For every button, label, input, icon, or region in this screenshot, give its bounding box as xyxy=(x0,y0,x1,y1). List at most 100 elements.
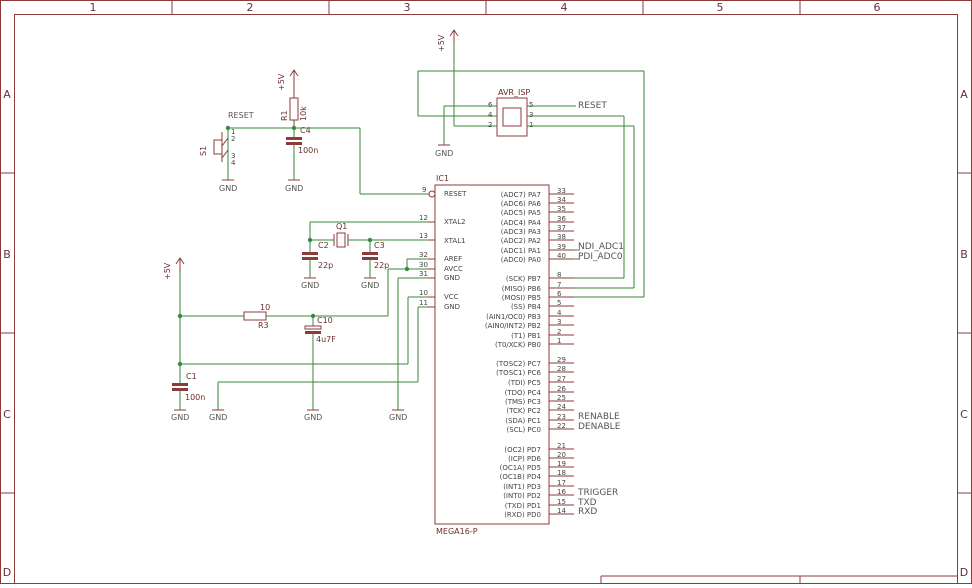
vcc-arrow-isp xyxy=(449,29,459,44)
ic1-right-pin-name-23: (SDA) PC1 xyxy=(505,417,541,425)
s1-name: S1 xyxy=(199,146,208,156)
ic1-right-pin-name-21: (OC2) PD7 xyxy=(504,446,541,454)
reset-net-label: RESET xyxy=(228,111,254,120)
ic1-pin-num-10: 10 xyxy=(419,289,428,297)
ic1-right-pin-num-5: 5 xyxy=(557,299,561,307)
ic1-right-pin-name-33: (ADC7) PA7 xyxy=(501,191,541,199)
ic1-right-pin-num-22: 22 xyxy=(557,422,566,430)
crystal-circuit: Q1 C2 22p GND C3 22p GND xyxy=(301,221,428,290)
q1-crystal-body xyxy=(336,232,346,248)
ic1-right-pin-num-17: 17 xyxy=(557,479,566,487)
ic1-right-pin-num-23: 23 xyxy=(557,413,566,421)
isp-name: AVR_ISP xyxy=(498,88,530,97)
ic1-right-pin-num-15: 15 xyxy=(557,498,566,506)
c3-value: 22p xyxy=(374,261,389,270)
isp-pin-5: 5 xyxy=(529,101,533,109)
ic1-right-pin-num-4: 4 xyxy=(557,309,562,317)
gnd-label-ic11: GND xyxy=(209,413,227,422)
c1-plate-bottom xyxy=(172,388,188,391)
net-denable: DENABLE xyxy=(578,422,621,432)
net-pdi-adc0: PDI_ADC0 xyxy=(578,252,623,262)
vcc-arrow-filter xyxy=(175,257,185,272)
ic1-right-pin-name-14: (RXD) PD0 xyxy=(504,511,541,519)
ic1-pin-name-aref: AREF xyxy=(444,255,462,263)
gnd-label-s1: GND xyxy=(219,184,237,193)
ic1-right-pin-num-20: 20 xyxy=(557,451,566,459)
s1-pin-1: 1 xyxy=(231,128,235,136)
ic1-right-pin-num-25: 25 xyxy=(557,394,566,402)
c2-plate-bottom xyxy=(302,257,318,260)
r3-name: R3 xyxy=(258,321,269,330)
ic1-pin-name-xtal1: XTAL1 xyxy=(444,237,466,245)
c4-name: C4 xyxy=(300,126,311,135)
net-renable: RENABLE xyxy=(578,412,620,422)
ic1-right-pin-name-3: (AIN0/INT2) PB2 xyxy=(485,322,541,330)
zone-col-6: 6 xyxy=(874,1,881,14)
zone-col-2: 2 xyxy=(247,1,254,14)
isp-pin-1: 1 xyxy=(529,121,533,129)
ic1-pin-name-gnd-31: GND xyxy=(444,274,460,282)
ic1-right-pin-name-25: (TMS) PC3 xyxy=(505,398,541,406)
ic1-right-pin-num-8: 8 xyxy=(557,271,561,279)
r1-value: 10k xyxy=(299,106,308,121)
gnd-label-c4: GND xyxy=(285,184,303,193)
q1-crystal-terminals xyxy=(333,234,349,246)
ic1-right-pin-name-6: (MOSI) PB5 xyxy=(502,294,541,302)
c2-plate-top xyxy=(302,252,318,255)
ic1-pin-name-gnd-11: GND xyxy=(444,303,460,311)
zone-col-4: 4 xyxy=(561,1,568,14)
c3-plate-bottom xyxy=(362,257,378,260)
c4-plate-bottom xyxy=(286,142,302,145)
vcc-label-r1: +5V xyxy=(277,73,286,91)
ic1-right-pin-num-21: 21 xyxy=(557,442,566,450)
c1-value: 100n xyxy=(185,393,205,402)
s1-pin-4: 4 xyxy=(231,159,236,167)
ic1-right-pin-name-36: (ADC4) PA4 xyxy=(501,219,542,227)
ic1-right-pin-name-18: (OC1B) PD4 xyxy=(500,473,542,481)
r3-resistor xyxy=(243,311,267,321)
ic1-right-pin-name-5: (SS) PB4 xyxy=(511,303,542,311)
gnd-label-isp: GND xyxy=(435,149,453,158)
ic1-right-pin-num-6: 6 xyxy=(557,290,562,298)
c10-value: 4u7F xyxy=(316,335,336,344)
c2-value: 22p xyxy=(318,261,333,270)
ic1-left-pins: 9 RESET 12 XTAL2 13 XTAL1 32 AREF 30 AVC… xyxy=(419,186,467,311)
ic1-right-pin-num-35: 35 xyxy=(557,205,566,213)
ic1-right-pin-name-7: (MISO) PB6 xyxy=(502,285,542,293)
zone-col-1: 1 xyxy=(90,1,97,14)
ic1-pin-num-31: 31 xyxy=(419,270,428,278)
c3-name: C3 xyxy=(374,241,385,250)
ic1-right-pin-name-34: (ADC6) PA6 xyxy=(501,200,542,208)
r1-name: R1 xyxy=(280,110,289,121)
ic1-pin-name-reset: RESET xyxy=(444,190,467,198)
ic1-right-pin-num-26: 26 xyxy=(557,385,566,393)
zone-row-d-left: D xyxy=(3,566,11,579)
ic1-right-pin-name-19: (OC1A) PD5 xyxy=(500,464,541,472)
ic1-pin-name-vcc: VCC xyxy=(444,293,459,301)
c10-name: C10 xyxy=(317,316,333,325)
ic1-right-pin-num-36: 36 xyxy=(557,215,566,223)
zone-row-b-left: B xyxy=(3,248,11,261)
ic1-pin-num-12: 12 xyxy=(419,214,428,222)
ic1-pin-name-xtal2: XTAL2 xyxy=(444,218,466,226)
ic1-right-pin-name-24: (TCK) PC2 xyxy=(506,407,541,415)
ic1-pin-num-13: 13 xyxy=(419,232,428,240)
ic1-right-pin-name-37: (ADC3) PA3 xyxy=(501,228,541,236)
ic1-right-pin-num-7: 7 xyxy=(557,281,561,289)
ic1-right-pin-name-26: (TDO) PC4 xyxy=(505,389,542,397)
ic1-right-pin-name-15: (TXD) PD1 xyxy=(505,502,541,510)
isp-pin-2: 2 xyxy=(488,121,492,129)
ic1-right-pin-num-39: 39 xyxy=(557,243,566,251)
isp-header-key xyxy=(502,107,522,127)
ic1-right-pin-name-40: (ADC0) PA0 xyxy=(501,256,541,264)
isp-reset-net: RESET xyxy=(578,101,607,111)
ic1-atmega16: IC1 MEGA16-P 9 RESET 12 XTAL2 13 XTAL1 3… xyxy=(419,174,574,536)
s1-pin-2: 2 xyxy=(231,135,235,143)
zone-row-d-right: D xyxy=(960,566,968,579)
isp-header-body xyxy=(496,97,528,137)
isp-pin-3: 3 xyxy=(529,111,533,119)
ic1-right-pin-num-33: 33 xyxy=(557,187,566,195)
